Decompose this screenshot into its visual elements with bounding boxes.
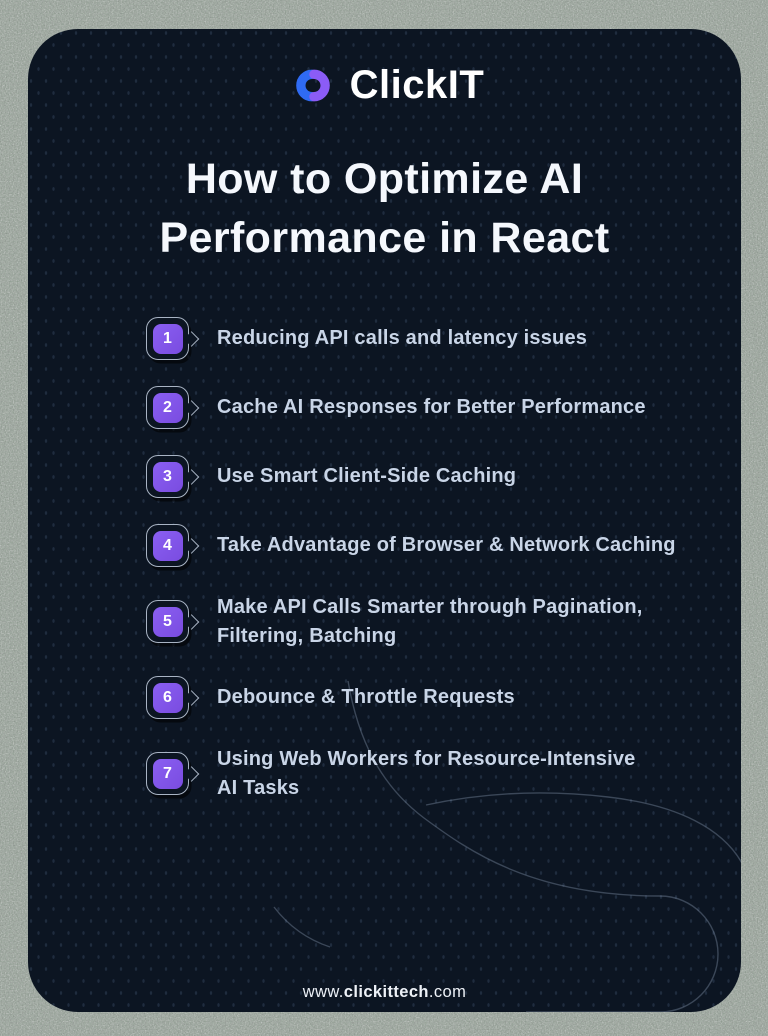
list-item: 1 Reducing API calls and latency issues	[146, 317, 741, 360]
logo-text: ClickIT	[349, 63, 485, 107]
item-label: Use Smart Client-Side Caching	[217, 465, 517, 488]
item-label: Debounce & Throttle Requests	[217, 686, 515, 709]
item-number-badge: 2	[146, 386, 200, 429]
list-item: 4 Take Advantage of Browser & Network Ca…	[146, 524, 741, 567]
title-line-1: How to Optimize AI	[185, 155, 584, 203]
footer-url: www.clickittech.com	[28, 983, 741, 1002]
badge-pointer-icon	[183, 689, 200, 706]
item-number: 5	[152, 606, 183, 637]
infographic-card: ClickIT How to Optimize AI Performance i…	[28, 29, 741, 1012]
list-item: 2 Cache AI Responses for Better Performa…	[146, 386, 741, 429]
logo: ClickIT	[28, 63, 741, 108]
list-item: 3 Use Smart Client-Side Caching	[146, 455, 741, 498]
item-number: 2	[152, 392, 183, 423]
item-label: Reducing API calls and latency issues	[217, 327, 588, 350]
page-title: How to Optimize AI Performance in React	[48, 150, 721, 268]
item-number-badge: 7	[146, 752, 200, 795]
item-label: Make API Calls Smarter through Paginatio…	[217, 596, 643, 647]
clickit-logo-icon	[295, 69, 330, 102]
badge-pointer-icon	[183, 468, 200, 485]
item-label: Using Web Workers for Resource-Intensive…	[217, 748, 636, 799]
item-number-badge: 3	[146, 455, 200, 498]
steps-list: 1 Reducing API calls and latency issues …	[146, 317, 741, 802]
list-item: 5 Make API Calls Smarter through Paginat…	[146, 593, 741, 650]
item-number-badge: 4	[146, 524, 200, 567]
item-number: 7	[152, 758, 183, 789]
item-label: Take Advantage of Browser & Network Cach…	[217, 534, 676, 557]
item-number: 3	[152, 461, 183, 492]
item-number: 6	[152, 682, 183, 713]
badge-pointer-icon	[183, 613, 200, 630]
badge-pointer-icon	[183, 765, 200, 782]
badge-pointer-icon	[183, 537, 200, 554]
badge-pointer-icon	[183, 399, 200, 416]
footer-url-suffix: .com	[428, 983, 467, 1001]
item-number-badge: 1	[146, 317, 200, 360]
item-label: Cache AI Responses for Better Performanc…	[217, 396, 646, 419]
item-number-badge: 6	[146, 676, 200, 719]
badge-pointer-icon	[183, 330, 200, 347]
footer-url-domain: clickittech	[343, 983, 429, 1001]
item-number: 1	[152, 323, 183, 354]
list-item: 7 Using Web Workers for Resource-Intensi…	[146, 745, 741, 802]
item-number: 4	[152, 530, 183, 561]
footer-url-prefix: www.	[302, 983, 344, 1001]
title-line-2: Performance in React	[159, 214, 610, 262]
list-item: 6 Debounce & Throttle Requests	[146, 676, 741, 719]
item-number-badge: 5	[146, 600, 200, 643]
